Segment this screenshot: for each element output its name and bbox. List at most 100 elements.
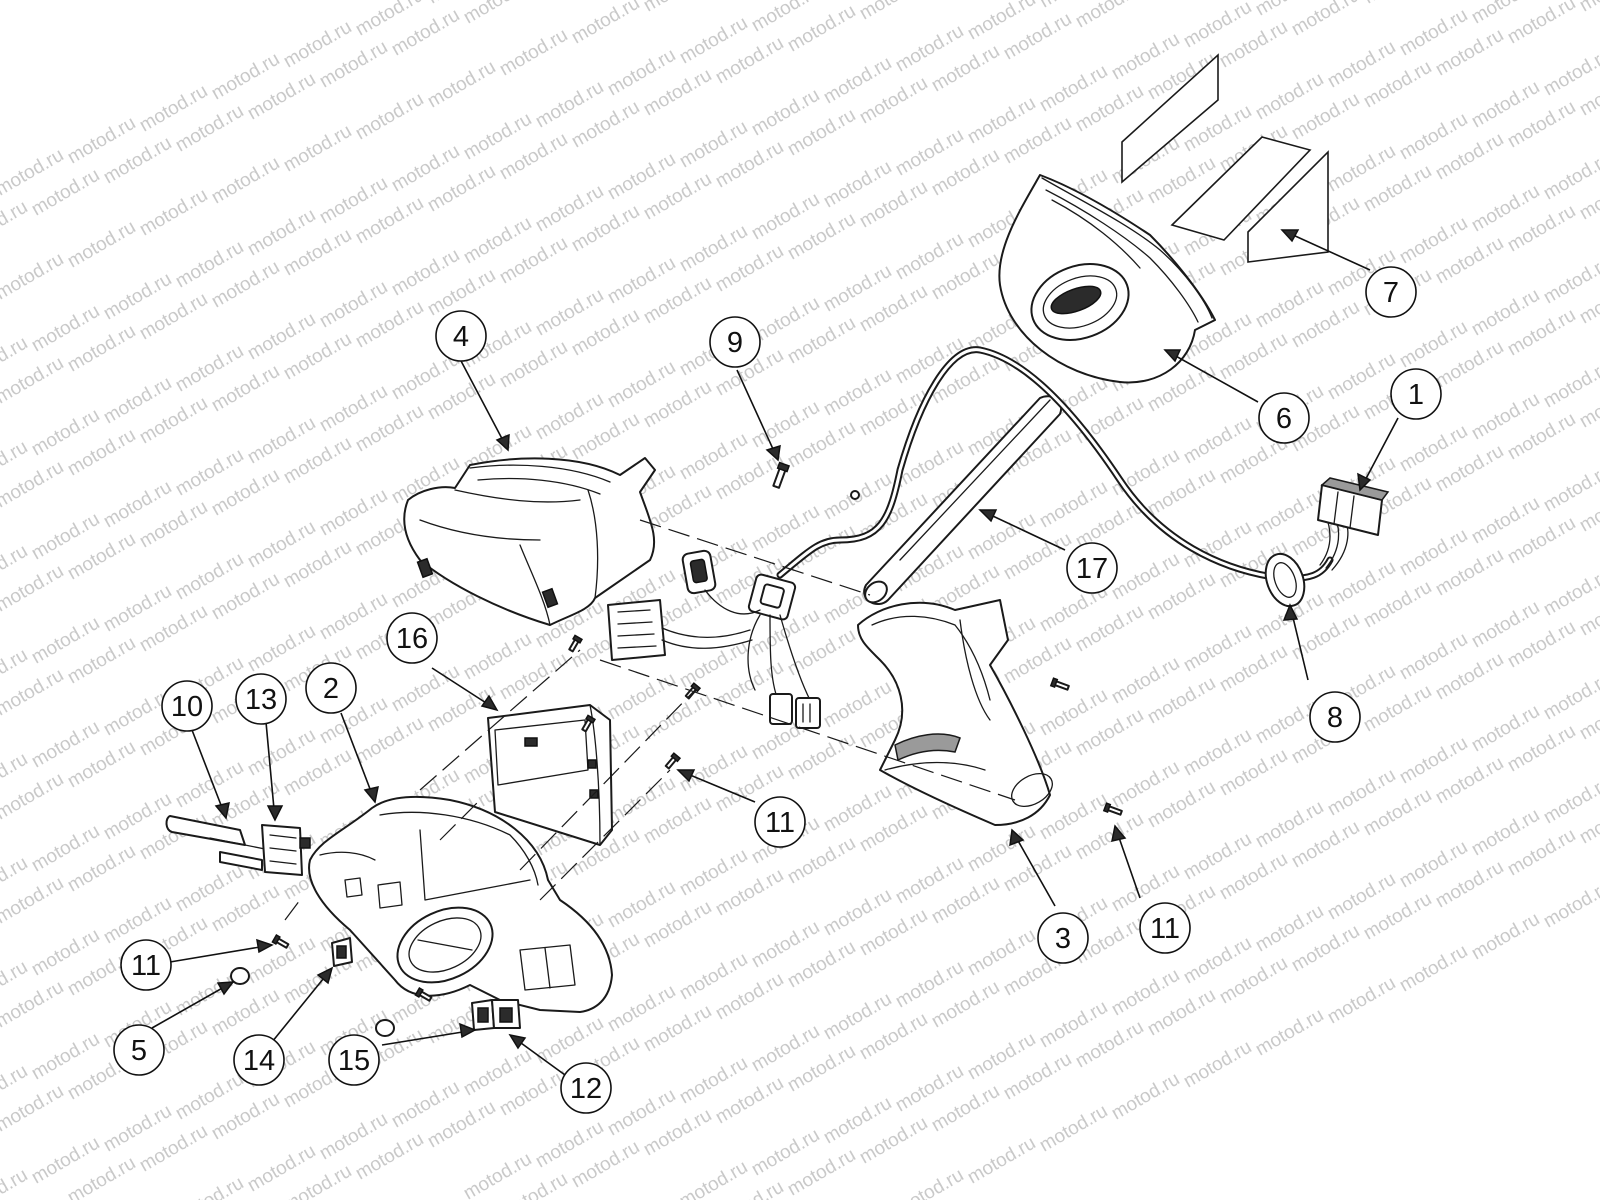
watermark-text: motod.ru [208,153,283,209]
watermark-text: motod.ru [1288,0,1363,40]
watermark-text: motod.ru [1540,149,1600,205]
screw [1102,802,1123,816]
watermark-text: motod.ru [1540,45,1600,101]
screw [772,461,791,489]
svg-text:11: 11 [131,950,161,982]
watermark-text: motod.ru [1324,973,1399,1029]
watermark-text: motod.ru [676,1157,751,1200]
svg-text:11: 11 [1150,913,1180,945]
svg-text:17: 17 [1076,553,1108,585]
svg-text:5: 5 [131,1035,147,1067]
screw [1049,677,1070,691]
watermark-text: motod.ru [1360,0,1435,8]
watermark-text: motod.ru [1252,1005,1327,1061]
svg-text:7: 7 [1383,277,1399,309]
callout-13: 13 [235,673,287,725]
steering-wheel-boot [998,174,1216,384]
callout-4: 4 [435,310,487,362]
watermark-text: motod.ru [1036,1101,1111,1157]
watermark-text: motod.ru [1540,669,1600,725]
callout-12: 12 [560,1062,612,1114]
screw [271,934,290,949]
svg-text:8: 8 [1327,702,1343,734]
switch-pair [471,999,521,1031]
screw [414,987,433,1002]
watermark-text: motod.ru [496,25,571,81]
screw [684,682,702,700]
watermark-text: motod.ru [1468,909,1543,965]
watermark-text: motod.ru [352,89,427,145]
callout-11d: 11 [120,939,172,991]
callout-2: 2 [305,662,357,714]
watermark-text: motod.ru [1180,1037,1255,1093]
watermark-text: motod.ru [1396,941,1471,997]
harness-connectors [607,549,821,729]
watermark-text: motod.ru [424,57,499,113]
svg-text:12: 12 [570,1073,602,1105]
watermark-text: motod.ru [460,0,535,28]
callout-15: 15 [328,1034,380,1086]
switch-block [261,824,311,876]
callout-5: 5 [113,1024,165,1076]
leader-lines [151,229,1399,1076]
label-sheets [1121,53,1329,263]
display-module [487,704,613,846]
callout-3: 3 [1037,912,1089,964]
callout-9: 9 [709,316,761,368]
front-dash-panel [308,795,613,1013]
watermark-text: motod.ru [172,1173,247,1200]
watermark-text: motod.ru [1576,0,1600,16]
screws [271,461,1123,1002]
svg-text:16: 16 [396,623,428,655]
steering-column-tube [863,395,1063,605]
watermark-text: motod.ru [1504,0,1579,48]
watermark-text: motod.ru [568,0,643,48]
watermark-text: motod.ru [1540,357,1600,413]
callout-17: 17 [1066,542,1118,594]
watermark-text: motod.ru [892,1165,967,1200]
svg-text:3: 3 [1055,923,1071,955]
screw [664,752,682,770]
watermark-text: motod.ru [64,217,139,273]
assembly-lines [284,519,1016,921]
svg-text:1: 1 [1408,379,1424,411]
callout-14: 14 [233,1034,285,1086]
screw [568,634,583,653]
callouts: 1 2 3 4 5 6 7 8 9 10 11 11 11 11 12 13 1… [113,266,1442,1114]
callout-6: 6 [1258,392,1310,444]
watermark-text: motod.ru [1540,565,1600,621]
callout-1: 1 [1390,368,1442,420]
watermark-text: motod.ru [964,1133,1039,1189]
wiring-harness [776,346,1349,608]
watermark-text: motod.ru [1540,773,1600,829]
svg-text:10: 10 [171,691,203,723]
svg-text:6: 6 [1276,403,1292,435]
plug [230,967,395,1037]
svg-text:11: 11 [765,807,795,839]
watermark-text: motod.ru [856,0,931,24]
callout-11b: 11 [1139,902,1191,954]
watermark-text: motod.ru [1540,461,1600,517]
callout-7: 7 [1365,266,1417,318]
lever-switch [165,815,271,871]
watermark-text: motod.ru [0,249,67,305]
callout-11a: 11 [754,796,806,848]
rocker-switch [331,937,353,967]
svg-text:9: 9 [727,327,743,359]
screw [581,714,596,733]
watermark-text: motod.ru [0,197,31,253]
watermark-text: motod.ru [136,185,211,241]
svg-text:4: 4 [453,321,469,353]
watermark-text: motod.ru [280,121,355,177]
upper-column-cover [403,457,656,626]
watermark-text: motod.ru [1072,0,1147,32]
screw [850,490,860,500]
callout-10: 10 [161,680,213,732]
svg-text:2: 2 [323,673,339,705]
connector [1317,477,1390,536]
lower-column-cover [857,599,1053,826]
svg-text:14: 14 [243,1045,275,1077]
watermark-text: motod.ru [0,1165,31,1200]
